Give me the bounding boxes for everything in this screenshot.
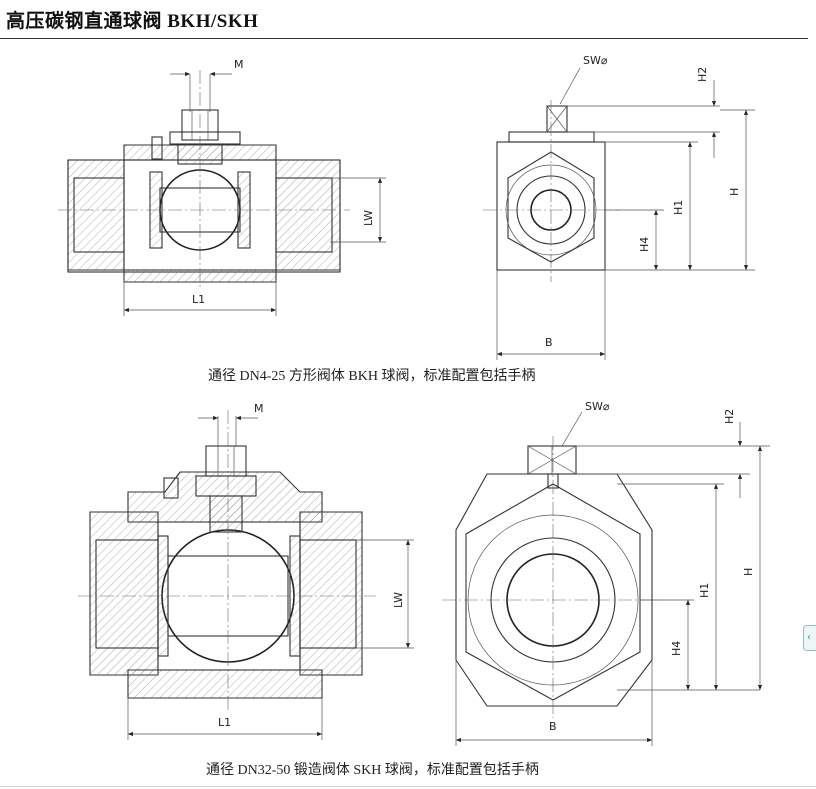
dim-l1-bottom: L1 [218,716,231,729]
dim-h-top: H [728,188,741,196]
dim-h-bottom: H [742,568,755,576]
dim-b-bottom: B [549,720,557,733]
dim-h2-top: H2 [696,67,709,82]
page-title: 高压碳钢直通球阀 BKH/SKH [6,11,259,32]
dim-sw-top: SW⌀ [583,54,608,67]
bkh-end-view [483,67,755,360]
caption-bkh: 通径 DN4-25 方形阀体 BKH 球阀，标准配置包括手柄 [208,369,536,384]
dim-sw-bottom: SW⌀ [585,400,610,413]
bkh-section-view [58,70,386,316]
title-divider [0,38,808,39]
bottom-divider [0,786,816,787]
dim-h1-top: H1 [672,200,685,215]
dim-m-bottom: M [254,402,264,415]
chevron-left-icon: ‹ [807,632,811,643]
dim-h1-bottom: H1 [698,583,711,598]
dim-lw-bottom: LW [392,592,405,608]
dim-h4-bottom: H4 [670,641,683,656]
dim-h2-bottom: H2 [723,409,736,424]
skh-section-view [78,410,414,740]
side-tab-button[interactable]: ‹ [803,625,816,651]
dim-m-top: M [234,58,244,71]
dim-l1-top: L1 [192,293,205,306]
dim-b-top: B [545,336,553,349]
dim-lw-top: LW [362,210,375,226]
caption-skh: 通径 DN32-50 锻造阀体 SKH 球阀，标准配置包括手柄 [206,763,539,778]
dim-h4-top: H4 [638,237,651,252]
skh-end-view [442,411,770,746]
